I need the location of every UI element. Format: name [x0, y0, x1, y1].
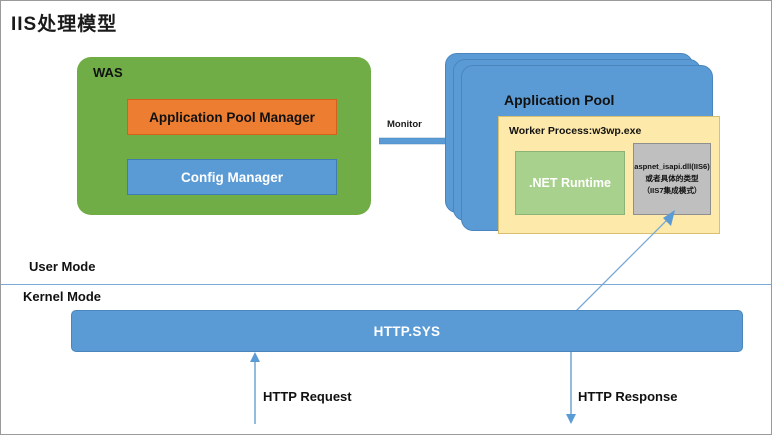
http-request-label: HTTP Request [263, 389, 352, 404]
worker-process-box: Worker Process:w3wp.exe .NET Runtime asp… [498, 116, 720, 234]
kernel-mode-label: Kernel Mode [23, 289, 102, 304]
application-pool-layer-front: Application Pool Worker Process:w3wp.exe… [461, 65, 720, 234]
application-pool-manager-box: Application Pool Manager [127, 99, 337, 135]
http-response-label: HTTP Response [578, 389, 678, 404]
http-request-arrow-icon [250, 352, 260, 424]
monitor-arrow-label: Monitor [387, 119, 422, 130]
httpsys-box: HTTP.SYS [71, 310, 743, 352]
isapi-line-3: （IIS7集成模式） [642, 185, 702, 195]
isapi-line-2: 或者具体的类型 [645, 174, 699, 184]
was-container: WAS Application Pool Manager Config Mana… [77, 57, 371, 215]
net-runtime-box: .NET Runtime [515, 151, 625, 215]
application-pool-stack: Application Pool Worker Process:w3wp.exe… [445, 53, 720, 234]
httpsys-to-isapi-arrow-icon [572, 210, 675, 315]
page-title: IIS处理模型 [11, 14, 118, 35]
was-label: WAS [93, 65, 123, 80]
http-response-arrow-icon [566, 352, 576, 424]
application-pool-label: Application Pool [504, 92, 615, 108]
isapi-line-1: aspnet_isapi.dll(IIS6) [634, 162, 710, 172]
mode-divider-line [1, 284, 771, 285]
config-manager-box: Config Manager [127, 159, 337, 195]
worker-process-label: Worker Process:w3wp.exe [509, 125, 642, 137]
user-mode-label: User Mode [29, 259, 96, 274]
aspnet-isapi-box: aspnet_isapi.dll(IIS6) 或者具体的类型 （IIS7集成模式… [633, 143, 711, 215]
